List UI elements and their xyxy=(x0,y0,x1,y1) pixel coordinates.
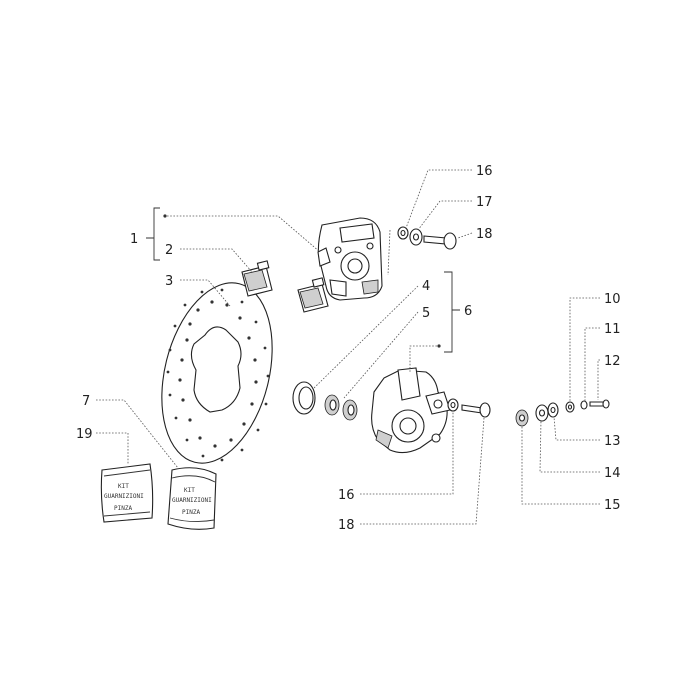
label-19: 19 xyxy=(76,427,93,442)
callout-labels: 1 2 3 4 5 6 7 19 16 17 18 16 18 10 11 12… xyxy=(76,164,621,533)
upper-washer-17 xyxy=(409,228,423,246)
brake-pad-lower xyxy=(297,277,329,313)
kit-right-line1: KIT xyxy=(184,487,195,494)
label-6: 6 xyxy=(464,304,472,319)
label-16-upper: 16 xyxy=(476,164,493,179)
brake-disc xyxy=(161,282,273,464)
seal-kit-package-7: KIT GUARNIZIONI PINZA xyxy=(167,467,217,530)
upper-washer-16 xyxy=(397,226,409,240)
label-12: 12 xyxy=(604,354,621,369)
brake-pad-upper xyxy=(241,260,273,297)
leader-lines xyxy=(96,169,600,525)
washer-14 xyxy=(535,404,549,422)
label-11: 11 xyxy=(604,322,621,337)
label-5: 5 xyxy=(422,306,430,321)
disc-hub-cutout xyxy=(190,326,242,413)
kit-left-line2: GUARNIZIONI xyxy=(104,493,144,500)
label-3: 3 xyxy=(165,274,173,289)
kit-right-line3: PINZA xyxy=(182,509,200,516)
seal-ring-5a xyxy=(324,394,340,416)
bracket-1 xyxy=(146,207,160,261)
label-1: 1 xyxy=(130,232,138,247)
kit-right-line2: GUARNIZIONI xyxy=(172,497,212,504)
bracket-6 xyxy=(444,271,460,353)
kit-left-line1: KIT xyxy=(118,483,129,490)
label-16-lower: 16 xyxy=(338,488,355,503)
upper-bolt-18 xyxy=(423,232,457,250)
lower-bolt-18 xyxy=(461,402,491,418)
label-18-upper: 18 xyxy=(476,227,493,242)
label-18-lower: 18 xyxy=(338,518,355,533)
label-2: 2 xyxy=(165,243,173,258)
washer-13 xyxy=(547,402,559,418)
label-4: 4 xyxy=(422,279,430,294)
seal-ring-4 xyxy=(292,381,316,415)
label-13: 13 xyxy=(604,434,621,449)
lower-caliper xyxy=(371,367,451,454)
disc-holes xyxy=(166,288,270,462)
label-15: 15 xyxy=(604,498,621,513)
lower-washer-16 xyxy=(447,398,459,412)
seal-kit-package-19: KIT GUARNIZIONI PINZA xyxy=(100,463,154,523)
label-17: 17 xyxy=(476,195,493,210)
nut-15 xyxy=(515,409,529,427)
washer-11 xyxy=(580,400,588,410)
spacer-10 xyxy=(565,401,575,413)
label-10: 10 xyxy=(604,292,621,307)
label-14: 14 xyxy=(604,466,621,481)
label-7: 7 xyxy=(82,394,90,409)
screw-12 xyxy=(589,399,610,409)
kit-left-line3: PINZA xyxy=(114,505,132,512)
seal-ring-5b xyxy=(342,399,358,421)
upper-caliper xyxy=(317,217,383,301)
